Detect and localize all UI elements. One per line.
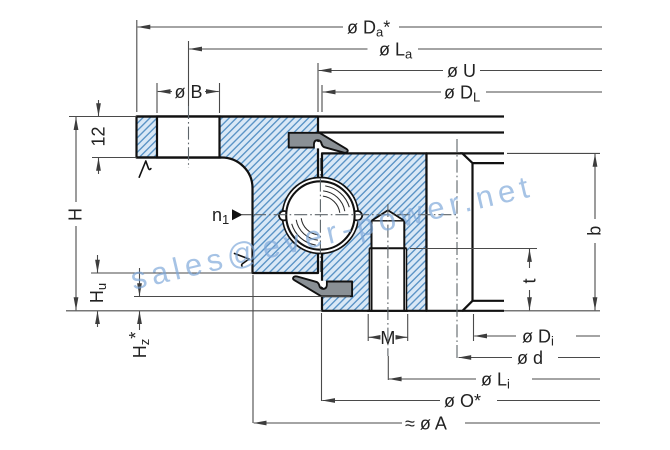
svg-text:ø Di: ø Di (522, 327, 554, 349)
svg-text:ø Li: ø Li (481, 370, 510, 392)
svg-text:ø La: ø La (379, 40, 413, 62)
svg-text:ø Da*: ø Da* (347, 18, 390, 40)
svg-text:ø DL: ø DL (444, 83, 480, 105)
svg-text:12: 12 (89, 126, 109, 146)
svg-text:t: t (520, 278, 540, 283)
svg-text:H: H (66, 208, 86, 221)
svg-text:ø O*: ø O* (444, 391, 481, 411)
svg-text:≈ ø A: ≈ ø A (405, 414, 447, 434)
svg-text:b: b (585, 226, 605, 236)
svg-text:M: M (380, 328, 395, 348)
svg-text:ø B: ø B (175, 82, 203, 102)
svg-text:ø d: ø d (517, 348, 543, 368)
svg-text:ø U: ø U (447, 61, 476, 81)
